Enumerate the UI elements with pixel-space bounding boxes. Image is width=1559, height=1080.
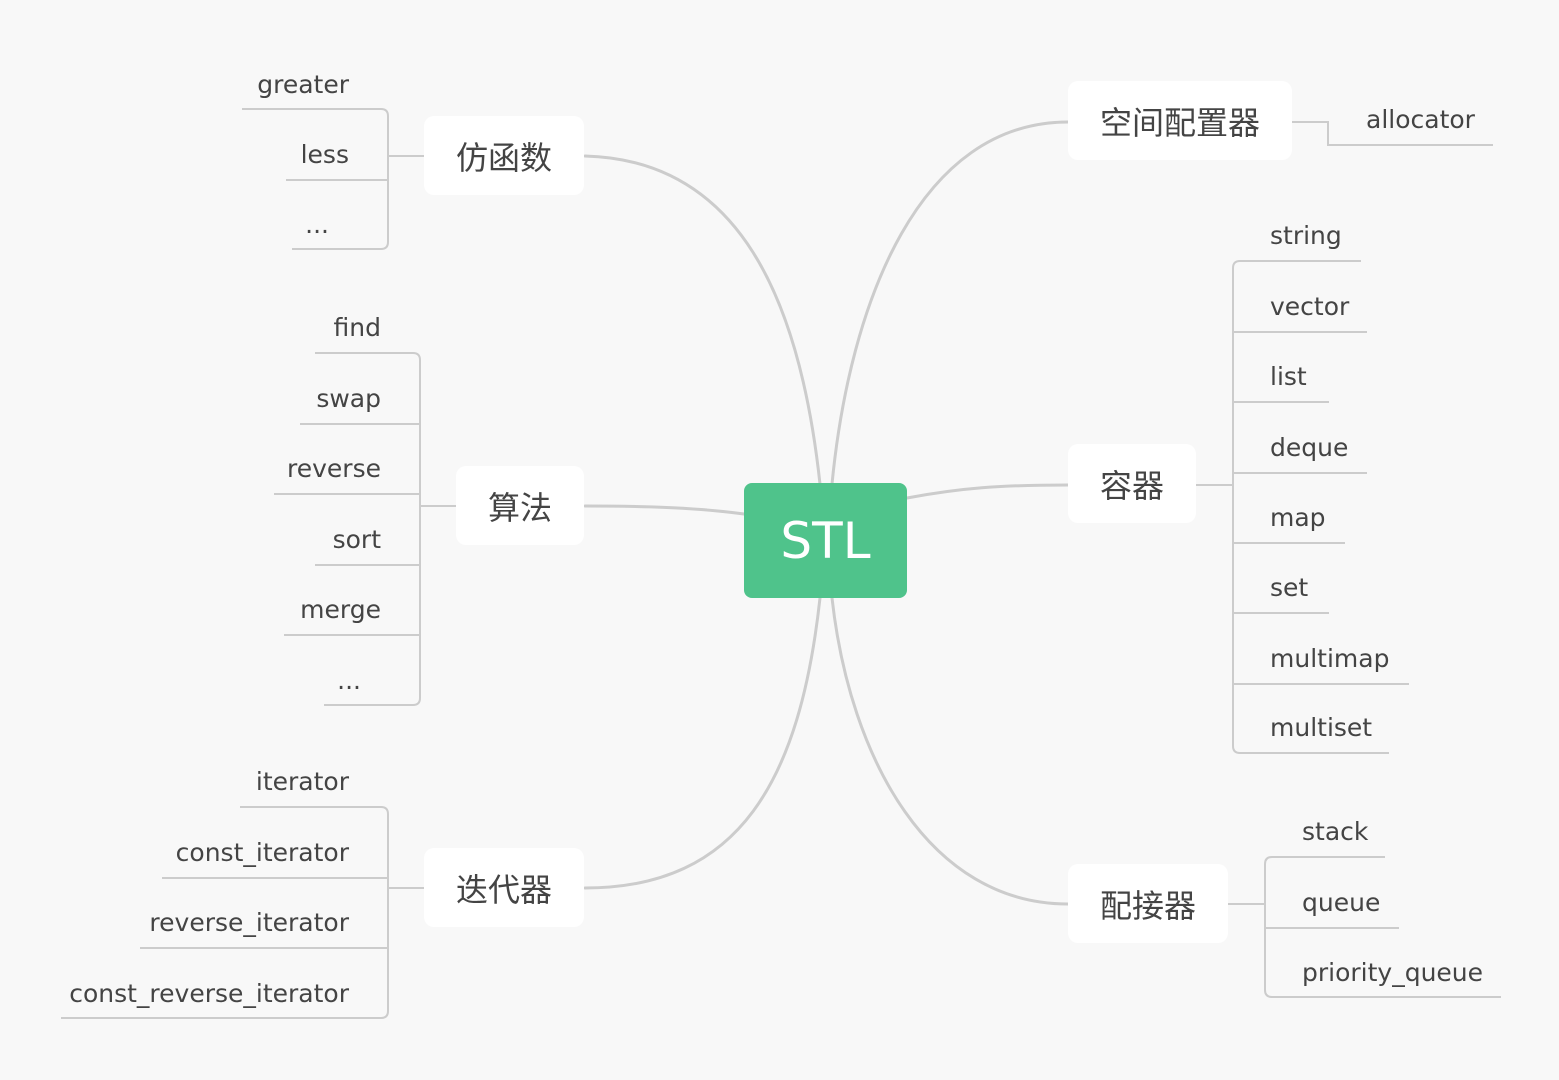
link-container-bracket: [1232, 260, 1389, 754]
link-algorithm-bracket: [315, 352, 421, 706]
leaf-vector[interactable]: vector: [1270, 292, 1350, 321]
link-iterator-bracket: [61, 806, 389, 1019]
leaf-iterator[interactable]: iterator: [255, 767, 349, 796]
leaf-reverse[interactable]: reverse: [287, 454, 381, 483]
branch-allocator[interactable]: 空间配置器: [1068, 81, 1292, 160]
leaf-queue[interactable]: queue: [1302, 888, 1381, 917]
leaf-functor-more[interactable]: ...: [305, 210, 329, 239]
leaf-find[interactable]: find: [333, 313, 381, 342]
leaf-stack[interactable]: stack: [1302, 817, 1369, 846]
leaf-const-reverse-iterator[interactable]: const_reverse_iterator: [69, 979, 349, 1008]
branch-algorithm[interactable]: 算法: [456, 466, 584, 545]
leaf-reverse-iterator[interactable]: reverse_iterator: [149, 908, 349, 937]
link-root-functor: [583, 154, 822, 486]
branch-iterator[interactable]: 迭代器: [424, 848, 584, 927]
leaf-swap[interactable]: swap: [316, 384, 381, 413]
link-root-adapter: [830, 596, 1070, 906]
link-root-algorithm: [583, 504, 746, 516]
leaf-merge[interactable]: merge: [300, 595, 381, 624]
leaf-string[interactable]: string: [1270, 221, 1342, 250]
link-root-allocator: [830, 120, 1070, 486]
link-allocator-child: [1292, 121, 1493, 146]
link-root-container: [905, 483, 1070, 500]
leaf-greater[interactable]: greater: [257, 70, 349, 99]
link-root-iterator: [583, 596, 822, 890]
leaf-priority-queue[interactable]: priority_queue: [1302, 958, 1484, 987]
leaf-const-iterator[interactable]: const_iterator: [175, 838, 349, 867]
leaf-map[interactable]: map: [1270, 503, 1326, 532]
root-node-stl[interactable]: STL: [744, 483, 907, 598]
leaf-allocator[interactable]: allocator: [1366, 105, 1475, 134]
leaf-multiset[interactable]: multiset: [1270, 713, 1373, 742]
leaf-multimap[interactable]: multimap: [1270, 644, 1390, 673]
leaf-set[interactable]: set: [1270, 573, 1309, 602]
leaf-algorithm-more[interactable]: ...: [337, 666, 361, 695]
leaf-list[interactable]: list: [1270, 362, 1307, 391]
leaf-sort[interactable]: sort: [332, 525, 381, 554]
branch-functor[interactable]: 仿函数: [424, 116, 584, 195]
branch-container[interactable]: 容器: [1068, 444, 1196, 523]
leaf-less[interactable]: less: [300, 140, 349, 169]
branch-adapter[interactable]: 配接器: [1068, 864, 1228, 943]
leaf-deque[interactable]: deque: [1270, 433, 1349, 462]
